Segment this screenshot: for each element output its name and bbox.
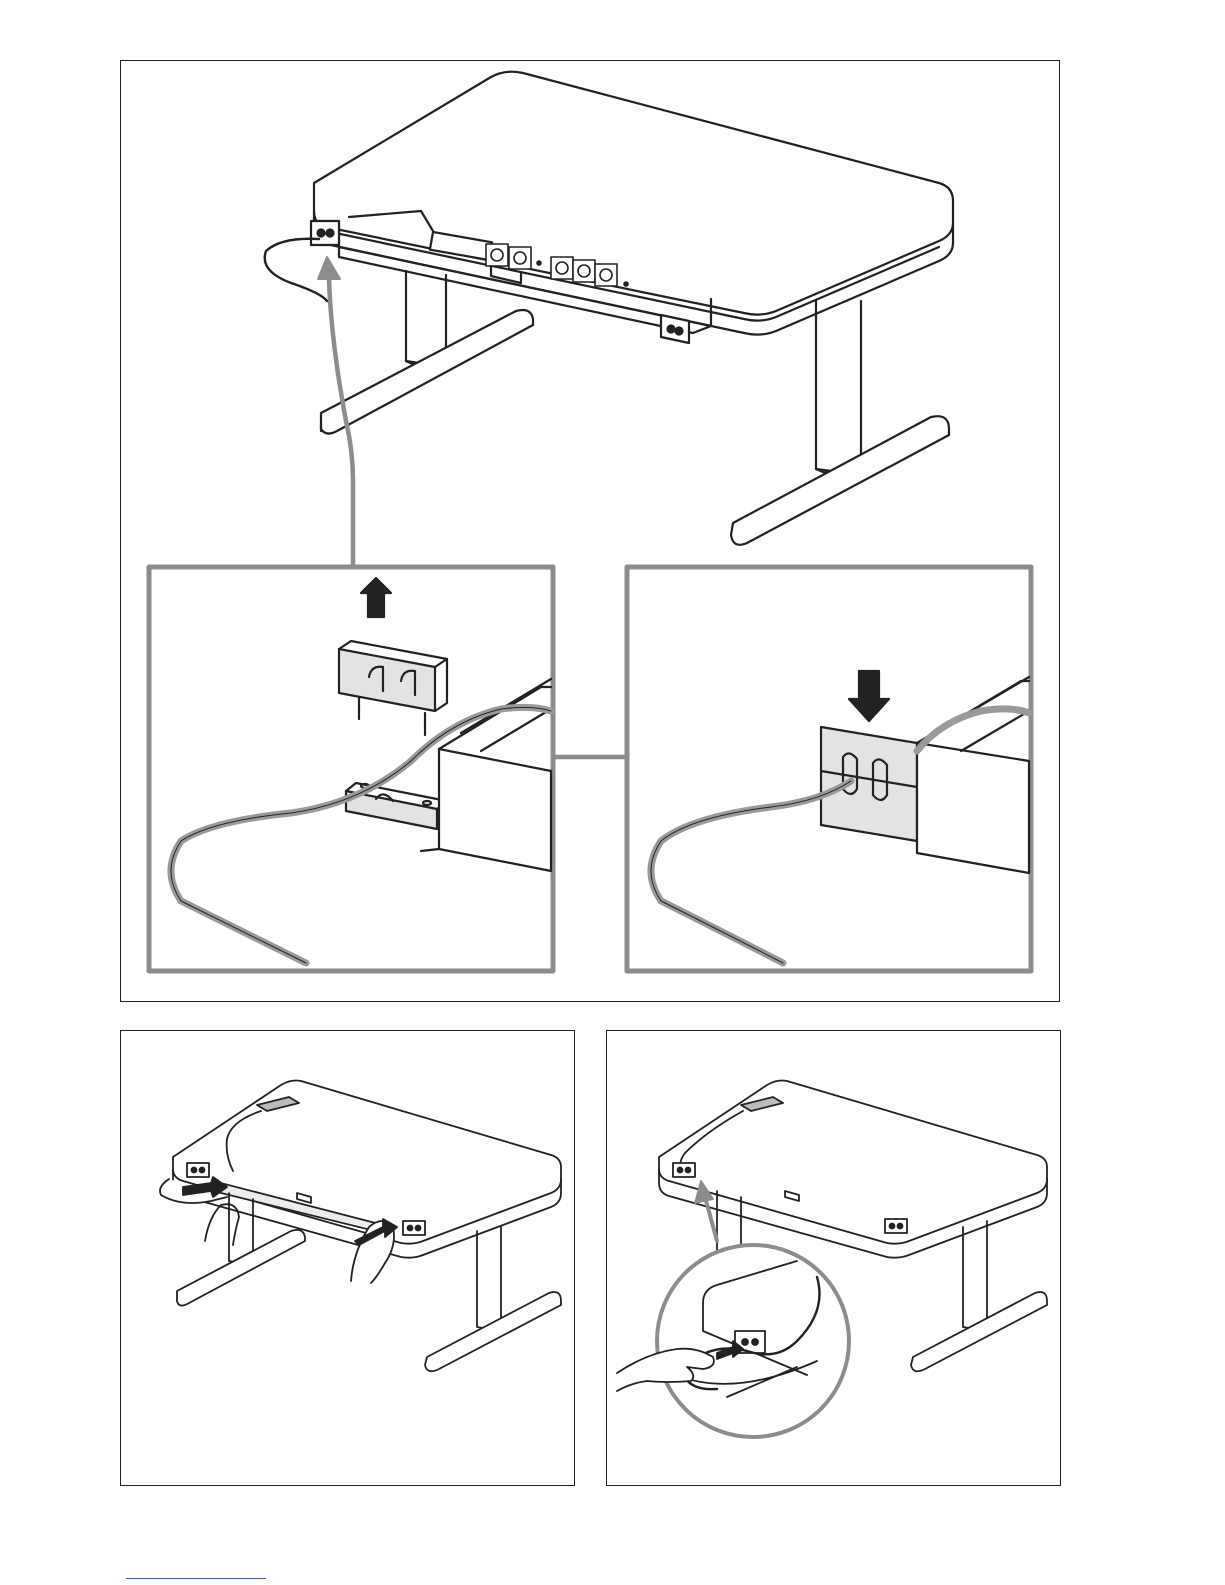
inset-clip-installed (627, 567, 1031, 971)
desk-leg-right (731, 301, 949, 545)
desk-illustration-bottom-left (121, 1031, 576, 1487)
figure-panel-bottom-left (120, 1030, 575, 1486)
magnify-pointer (705, 1197, 717, 1241)
power-cable (265, 239, 327, 301)
footer-rule (126, 1578, 266, 1579)
inset-clip-removed (149, 567, 553, 971)
desk-leg-left (321, 271, 533, 434)
desk-illustration-bottom-right (607, 1031, 1062, 1487)
figure-panel-bottom-right (606, 1030, 1061, 1486)
figure-panel-top (120, 60, 1060, 1002)
callout-arrowhead-icon (318, 257, 340, 279)
clip-assembled (821, 727, 917, 841)
desk-top (314, 72, 953, 335)
desk-illustration-top (121, 61, 1061, 1003)
